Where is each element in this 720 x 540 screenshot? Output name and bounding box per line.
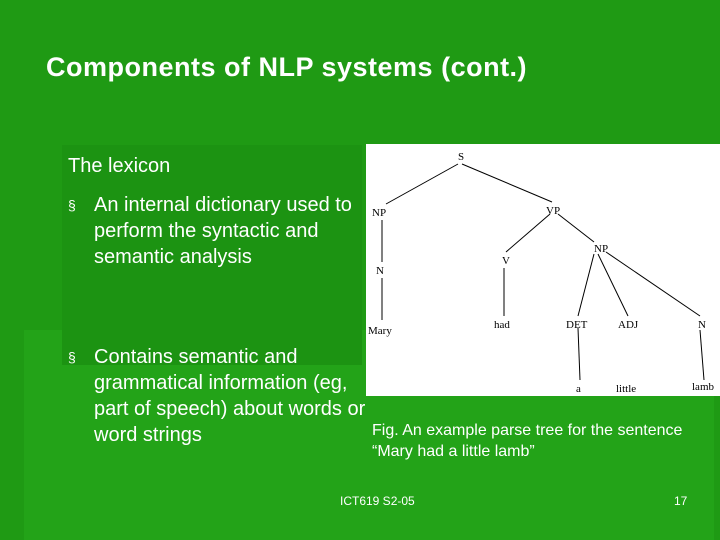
tree-leaf-mary: Mary [368, 325, 392, 337]
tree-node-n2: N [698, 319, 706, 331]
figure-caption: Fig. An example parse tree for the sente… [372, 422, 683, 460]
tree-node-det: DET [566, 319, 588, 331]
section-heading: The lexicon [68, 155, 171, 177]
tree-node-np1: NP [372, 207, 386, 219]
tree-node-n1: N [376, 265, 384, 277]
tree-node-v: V [502, 255, 510, 267]
tree-leaf-lamb: lamb [692, 381, 714, 393]
parse-tree-figure: S NP VP N V NP Mary had DET ADJ N a litt… [366, 144, 720, 396]
background-panel-upper [62, 145, 362, 365]
bullet-item-1: § An internal dictionary used to perform… [68, 192, 358, 270]
tree-leaf-had: had [494, 319, 510, 331]
tree-leaf-a: a [576, 383, 581, 395]
bullet-text: An internal dictionary used to perform t… [94, 194, 352, 268]
footer-course: ICT619 S2-05 [340, 494, 415, 508]
tree-node-np2: NP [594, 243, 608, 255]
tree-leaf-little: little [616, 383, 636, 395]
bullet-item-2: § Contains semantic and grammatical info… [68, 344, 368, 448]
bullet-marker: § [68, 197, 76, 213]
bullet-marker: § [68, 349, 76, 365]
parse-tree-svg: S NP VP N V NP Mary had DET ADJ N a litt… [368, 151, 714, 395]
tree-node-s: S [458, 151, 464, 163]
footer-page-number: 17 [674, 494, 688, 508]
tree-node-adj: ADJ [618, 319, 639, 331]
bullet-text: Contains semantic and grammatical inform… [94, 346, 366, 446]
tree-node-vp: VP [546, 205, 560, 217]
slide-title: Components of NLP systems (cont.) [46, 52, 528, 82]
